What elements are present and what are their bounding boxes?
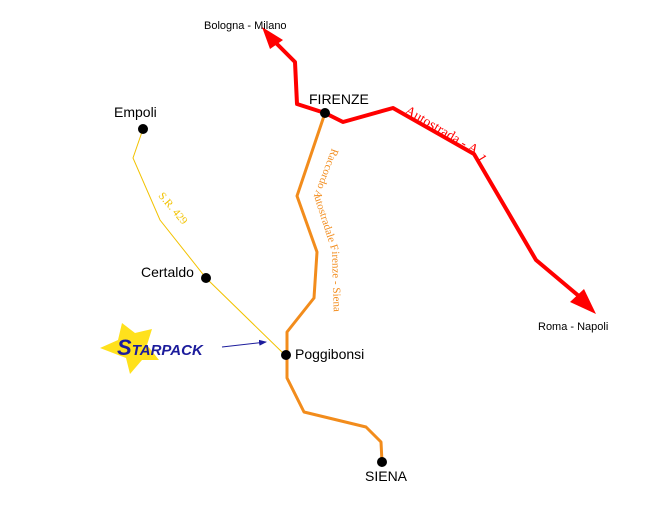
poggibonsi-label: Poggibonsi: [295, 346, 364, 362]
starpack-logo: STARPACK: [100, 323, 204, 374]
certaldo-dot: [201, 273, 211, 283]
starpack-initial: S: [117, 335, 132, 360]
firenze-dot: [320, 108, 330, 118]
starpack-pointer-arrow: [221, 339, 267, 348]
bologna-milano-label: Bologna - Milano: [204, 20, 287, 32]
poggibonsi-dot: [281, 350, 291, 360]
star-icon: [100, 323, 159, 374]
certaldo-label: Certaldo: [141, 264, 194, 280]
empoli-label: Empoli: [114, 104, 157, 120]
firenze-label: FIRENZE: [309, 91, 369, 107]
autostrada-a1-road: [269, 36, 582, 299]
siena-label: SIENA: [365, 468, 408, 484]
empoli-dot: [138, 124, 148, 134]
siena-dot: [377, 457, 387, 467]
arrow-south-icon: [570, 289, 596, 314]
autostrada-label-path: Autostrada - A 1: [402, 104, 489, 166]
starpack-rest: TARPACK: [132, 342, 204, 359]
sr-429-road: [132, 128, 286, 356]
roma-napoli-label: Roma - Napoli: [538, 321, 608, 333]
autostrada-label: Autostrada - A 1: [402, 104, 489, 166]
arrow-north-icon: [262, 27, 283, 49]
starpack-logo-text: STARPACK: [117, 335, 204, 360]
